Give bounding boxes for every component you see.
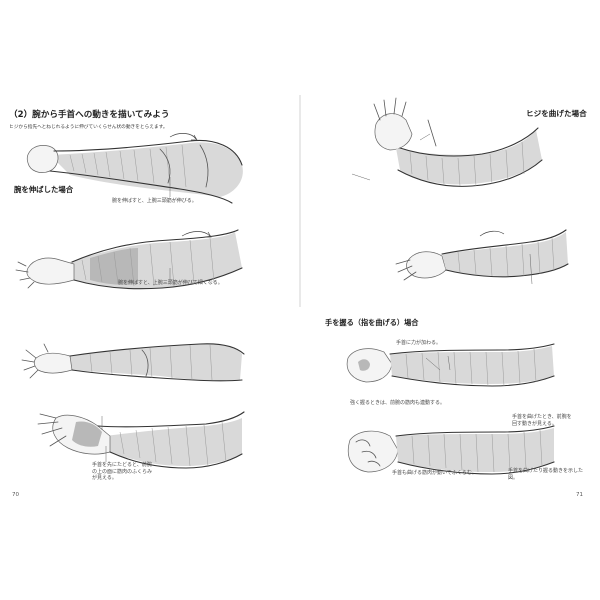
arm-sketch-extended-4 <box>37 411 245 469</box>
caption-extended-1: 腕を伸ばすと、上腕三頭筋が伸びる。 <box>112 198 197 204</box>
arm-sketch-extended-2 <box>15 229 243 290</box>
right-page: ヒジを曲げた場合 手を握る（指を曲げる）場合 <box>300 0 600 600</box>
subheading-extended: 腕を伸ばした場合 <box>14 185 74 194</box>
left-page: （2）腕から手首への動きを描いてみよう ヒジから指先へとねじれるように伸びていく… <box>9 110 245 498</box>
caption-fist-3: 手首も曲げる筋肉が動いてふくらむ。 <box>392 470 477 476</box>
gutter <box>299 95 301 307</box>
caption-fist-1: 手首に力が加わる。 <box>396 340 442 346</box>
fist-sketch-2 <box>347 425 555 475</box>
heading-bent: ヒジを曲げた場合 <box>526 109 587 118</box>
arm-sketch-bent-2 <box>395 229 569 285</box>
heading-fist: 手を握る（指を曲げる）場合 <box>325 318 419 327</box>
caption-extended-2: 腕を伸ばすと、上腕三頭筋が伸びて細くなる。 <box>118 280 223 286</box>
caption-extended-3: 手首を先にたどると、前腕の上の面に筋肉のふくらみが見える。 <box>92 462 153 482</box>
folio-right: 71 <box>576 492 583 498</box>
section-intro: ヒジから指先へとねじれるように伸びていくらせん状の動きをとらえます。 <box>9 125 168 130</box>
folio-left: 70 <box>12 492 19 498</box>
section-heading: （2）腕から手首への動きを描いてみよう <box>9 110 170 120</box>
arm-sketch-extended-1 <box>26 133 243 204</box>
caption-bottom: 手首を曲げたり握る動きを示した図。 <box>508 468 584 481</box>
arm-sketch-extended-3 <box>21 343 245 382</box>
arm-sketch-bent-1 <box>351 97 543 187</box>
caption-fist-4: 手首を曲げたとき、前腕を回す動きが見える。 <box>512 414 572 427</box>
fist-sketch-1 <box>346 343 555 387</box>
caption-fist-2: 強く握るときは、前腕の筋肉も連動する。 <box>350 400 446 406</box>
